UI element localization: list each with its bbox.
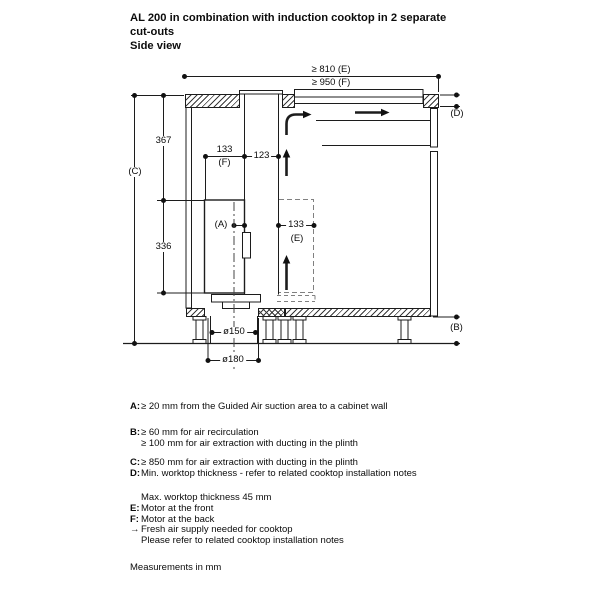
legend-row-a: A:≥ 20 mm from the Guided Air suction ar… [130,401,388,412]
ref-label-d: (D) [450,108,464,119]
dim-label-367: 367 [153,135,174,146]
worktop-left-section [184,94,240,108]
legend-key-f: F: [130,513,139,525]
legend-text-fresh-air: Fresh air supply needed for cooktop [141,524,293,535]
dim-label-950-f: ≥ 950 (F) [311,76,351,88]
legend-key-a: A: [130,401,141,412]
dim-label-133-back: 133 [216,143,233,155]
legend-row-e: E:Motor at the front [130,503,213,514]
legend-row-f: F:Motor at the back [130,514,214,525]
ref-d-b-marks [433,92,460,346]
dim-duct-diameters [205,202,261,372]
downdraft-duct [244,94,279,295]
ref-label-f: (F) [218,157,231,168]
legend-text-a: ≥ 20 mm from the Guided Air suction area… [141,401,388,412]
motor-box-front-dashed [277,199,316,302]
legend-key-d: D: [130,468,141,479]
ref-label-c: (C) [126,165,144,177]
legend-row-d: D:Min. worktop thickness - refer to rela… [130,468,417,479]
legend-text-c: ≥ 850 mm for air extraction with ducting… [141,457,358,468]
dim-left-heights [131,93,205,346]
dim-label-133-front: 133 [286,219,306,230]
legend-text-e: Motor at the front [141,503,214,514]
legend-key-b: B: [130,427,141,438]
legend-text-f: Motor at the back [141,513,215,525]
legend-text-b2: ≥ 100 mm for air extraction with ducting… [141,438,358,449]
legend-text-d: Min. worktop thickness - refer to relate… [141,468,417,479]
dim-label-336: 336 [153,241,174,252]
ref-label-a: (A) [214,218,228,230]
dim-label-d180: ø180 [220,354,246,365]
dim-label-d150: ø150 [221,326,247,337]
legend-row-c: C:≥ 850 mm for air extraction with ducti… [130,457,358,468]
dim-label-810-e: ≥ 810 (E) [311,63,351,75]
airflow-arrows [282,108,390,290]
cooktop [239,89,424,104]
ref-label-b: (B) [450,321,463,333]
page-title: AL 200 in combination with induction coo… [130,12,446,54]
legend-text-max: Max. worktop thickness 45 mm [141,492,272,503]
motor-box-back [203,199,261,309]
legend-row-note: Please refer to related cooktop installa… [130,535,344,546]
legend-key-e: E: [130,503,140,514]
legend-row-b: B:≥ 60 mm for air recirculation [130,427,259,438]
legend-row-fresh-air: →Fresh air supply needed for cooktop [130,524,293,535]
cabinet-structure [185,107,438,317]
legend-row-max-thickness: Max. worktop thickness 45 mm [130,492,271,503]
title-line-2: cut-outs [130,25,175,38]
legend-text-note: Please refer to related cooktop installa… [141,534,344,546]
ref-label-e: (E) [290,232,304,244]
legend-text-b: ≥ 60 mm for air recirculation [141,427,259,438]
fresh-air-arrow-icon: → [130,524,140,535]
dim-top-width [182,74,441,92]
plinth-and-feet [123,316,460,345]
title-line-3: Side view [130,39,181,52]
title-line-1: AL 200 in combination with induction coo… [130,12,447,24]
dim-label-123: 123 [251,150,272,161]
legend-row-b2: ≥ 100 mm for air extraction with ducting… [130,438,358,449]
legend-key-c: C: [130,457,141,468]
measurements-note: Measurements in mm [130,562,222,573]
